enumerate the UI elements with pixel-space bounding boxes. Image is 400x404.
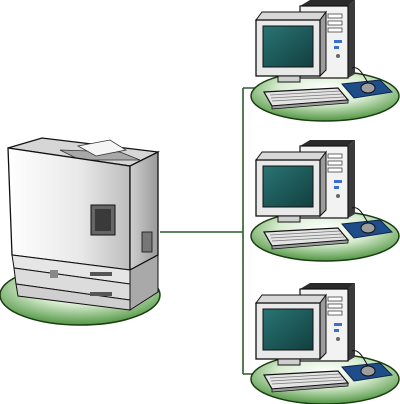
computer-icon [250, 282, 400, 404]
computer-icon [250, 0, 400, 122]
printer-icon [0, 137, 161, 326]
computer-icon [250, 139, 400, 262]
network-connections [160, 87, 262, 375]
